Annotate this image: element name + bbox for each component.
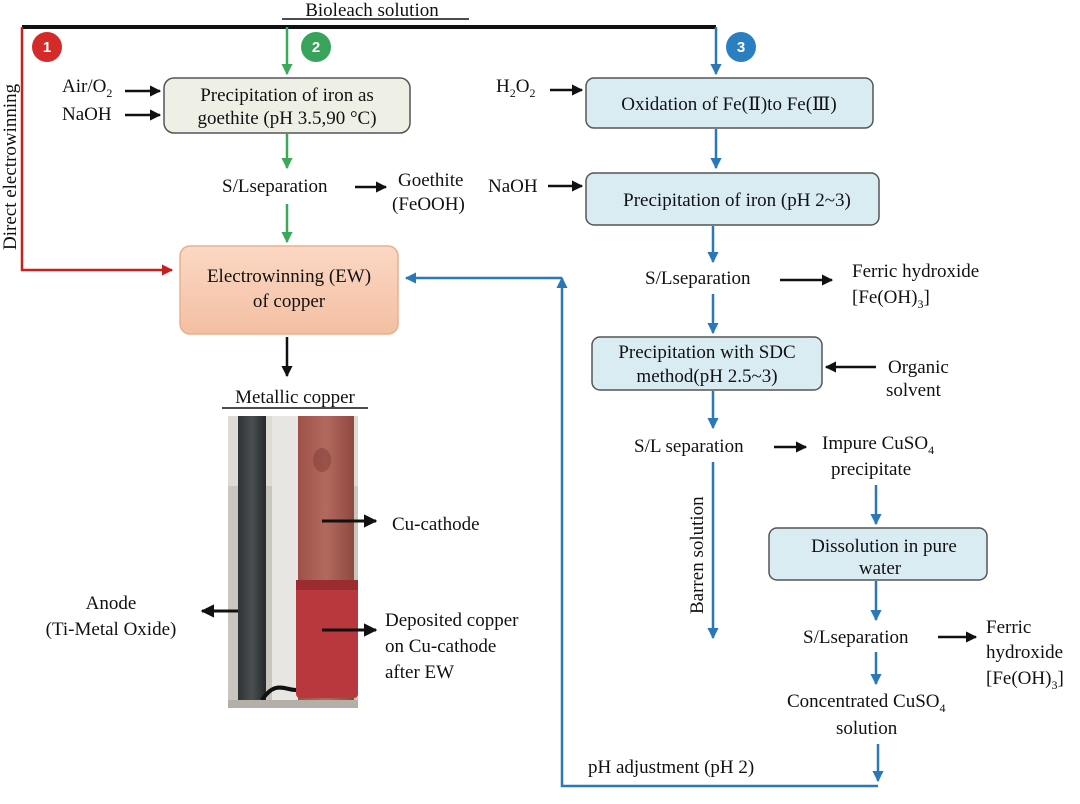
- photo-floor: [228, 700, 358, 708]
- deposited-label-line1: Deposited copper: [385, 610, 519, 631]
- goethite-box-line1: Precipitation of iron as: [200, 85, 374, 106]
- dissolution-box-line2: water: [859, 558, 902, 579]
- deposited-copper-edge: [296, 580, 358, 590]
- barren-solution-label: Barren solution: [687, 496, 708, 614]
- impure-cuso4-line2: precipitate: [831, 459, 911, 480]
- concentrated-cuso4-line2: solution: [836, 718, 898, 739]
- ew-box-line1: Electrowinning (EW): [207, 266, 371, 287]
- ferric-hydroxide-1-line2: [Fe(OH)3]: [852, 287, 930, 311]
- return-loop-arrow: [556, 276, 878, 788]
- sl-separation-route3-3: S/Lseparation: [803, 627, 909, 648]
- sl-separation-route2: S/Lseparation: [222, 176, 328, 197]
- electrowinning-box: [179, 245, 399, 335]
- naoh-label-2: NaOH: [488, 176, 538, 197]
- oxidation-box: [585, 77, 874, 129]
- route1-badge-label: 1: [43, 39, 51, 56]
- photo-light-strip: [272, 416, 298, 708]
- ew-box-line2: of copper: [253, 291, 326, 312]
- plate-stain: [313, 448, 331, 472]
- precipitation-iron-box: [585, 172, 880, 226]
- impure-cuso4-line1: Impure CuSO4: [822, 433, 934, 457]
- ferric-hydroxide-2-line3: [Fe(OH)3]: [986, 668, 1064, 692]
- deposited-label-line2: on Cu-cathode: [385, 636, 496, 657]
- route3-badge: [726, 32, 756, 62]
- dissolution-box: [768, 527, 988, 581]
- goethite-box-line2: goethite (pH 3.5,90 °C): [197, 108, 376, 129]
- ferric-hydroxide-1-line1: Ferric hydroxide: [852, 261, 979, 282]
- organic-solvent-line2: solvent: [886, 380, 942, 401]
- cu-cathode-label: Cu-cathode: [392, 514, 480, 535]
- dissolution-box-line1: Dissolution in pure: [811, 536, 957, 557]
- precip-iron-label: Precipitation of iron (pH 2~3): [623, 190, 851, 211]
- deposited-copper-block: [296, 580, 358, 698]
- sdc-box-line2: method(pH 2.5~3): [636, 366, 777, 387]
- metallic-copper-label: Metallic copper: [235, 387, 355, 408]
- organic-solvent-line1: Organic: [888, 357, 949, 378]
- goethite-precipitation-box: [163, 77, 411, 134]
- deposited-label-line3: after EW: [385, 662, 454, 683]
- anode-label-line2: (Ti-Metal Oxide): [46, 619, 177, 640]
- route1-label: Direct electrowinning: [0, 83, 21, 250]
- sl-separation-route3-2: S/L separation: [634, 436, 744, 457]
- electrode-photo: [228, 416, 358, 708]
- route1-arrow: [20, 27, 174, 276]
- bioleach-label: Bioleach solution: [305, 0, 439, 21]
- anode-label-line1: Anode: [86, 593, 137, 614]
- oxidation-box-label: Oxidation of Fe(Ⅱ)to Fe(Ⅲ): [621, 94, 836, 115]
- concentrated-cuso4-line1: Concentrated CuSO4: [787, 691, 946, 715]
- sdc-box-line1: Precipitation with SDC: [618, 342, 795, 363]
- route2-badge-label: 2: [312, 39, 320, 56]
- sl-separation-route3-1: S/Lseparation: [645, 268, 751, 289]
- route3-badge-label: 3: [737, 39, 745, 56]
- ph-adjustment-label: pH adjustment (pH 2): [588, 757, 754, 778]
- goethite-product-line2: (FeOOH): [392, 194, 465, 215]
- route1-badge: [32, 32, 62, 62]
- h2o2-label: H2O2: [496, 76, 535, 100]
- anode-plate: [238, 416, 266, 706]
- goethite-product-line1: Goethite: [398, 170, 463, 191]
- sdc-precipitation-box: [591, 336, 823, 391]
- ferric-hydroxide-2-line2: hydroxide: [986, 642, 1063, 663]
- naoh-label-1: NaOH: [62, 104, 112, 125]
- route2-badge: [301, 32, 331, 62]
- air-o2-label: Air/O2: [62, 76, 112, 100]
- ferric-hydroxide-2-line1: Ferric: [986, 617, 1031, 638]
- photo-wire: [260, 685, 297, 702]
